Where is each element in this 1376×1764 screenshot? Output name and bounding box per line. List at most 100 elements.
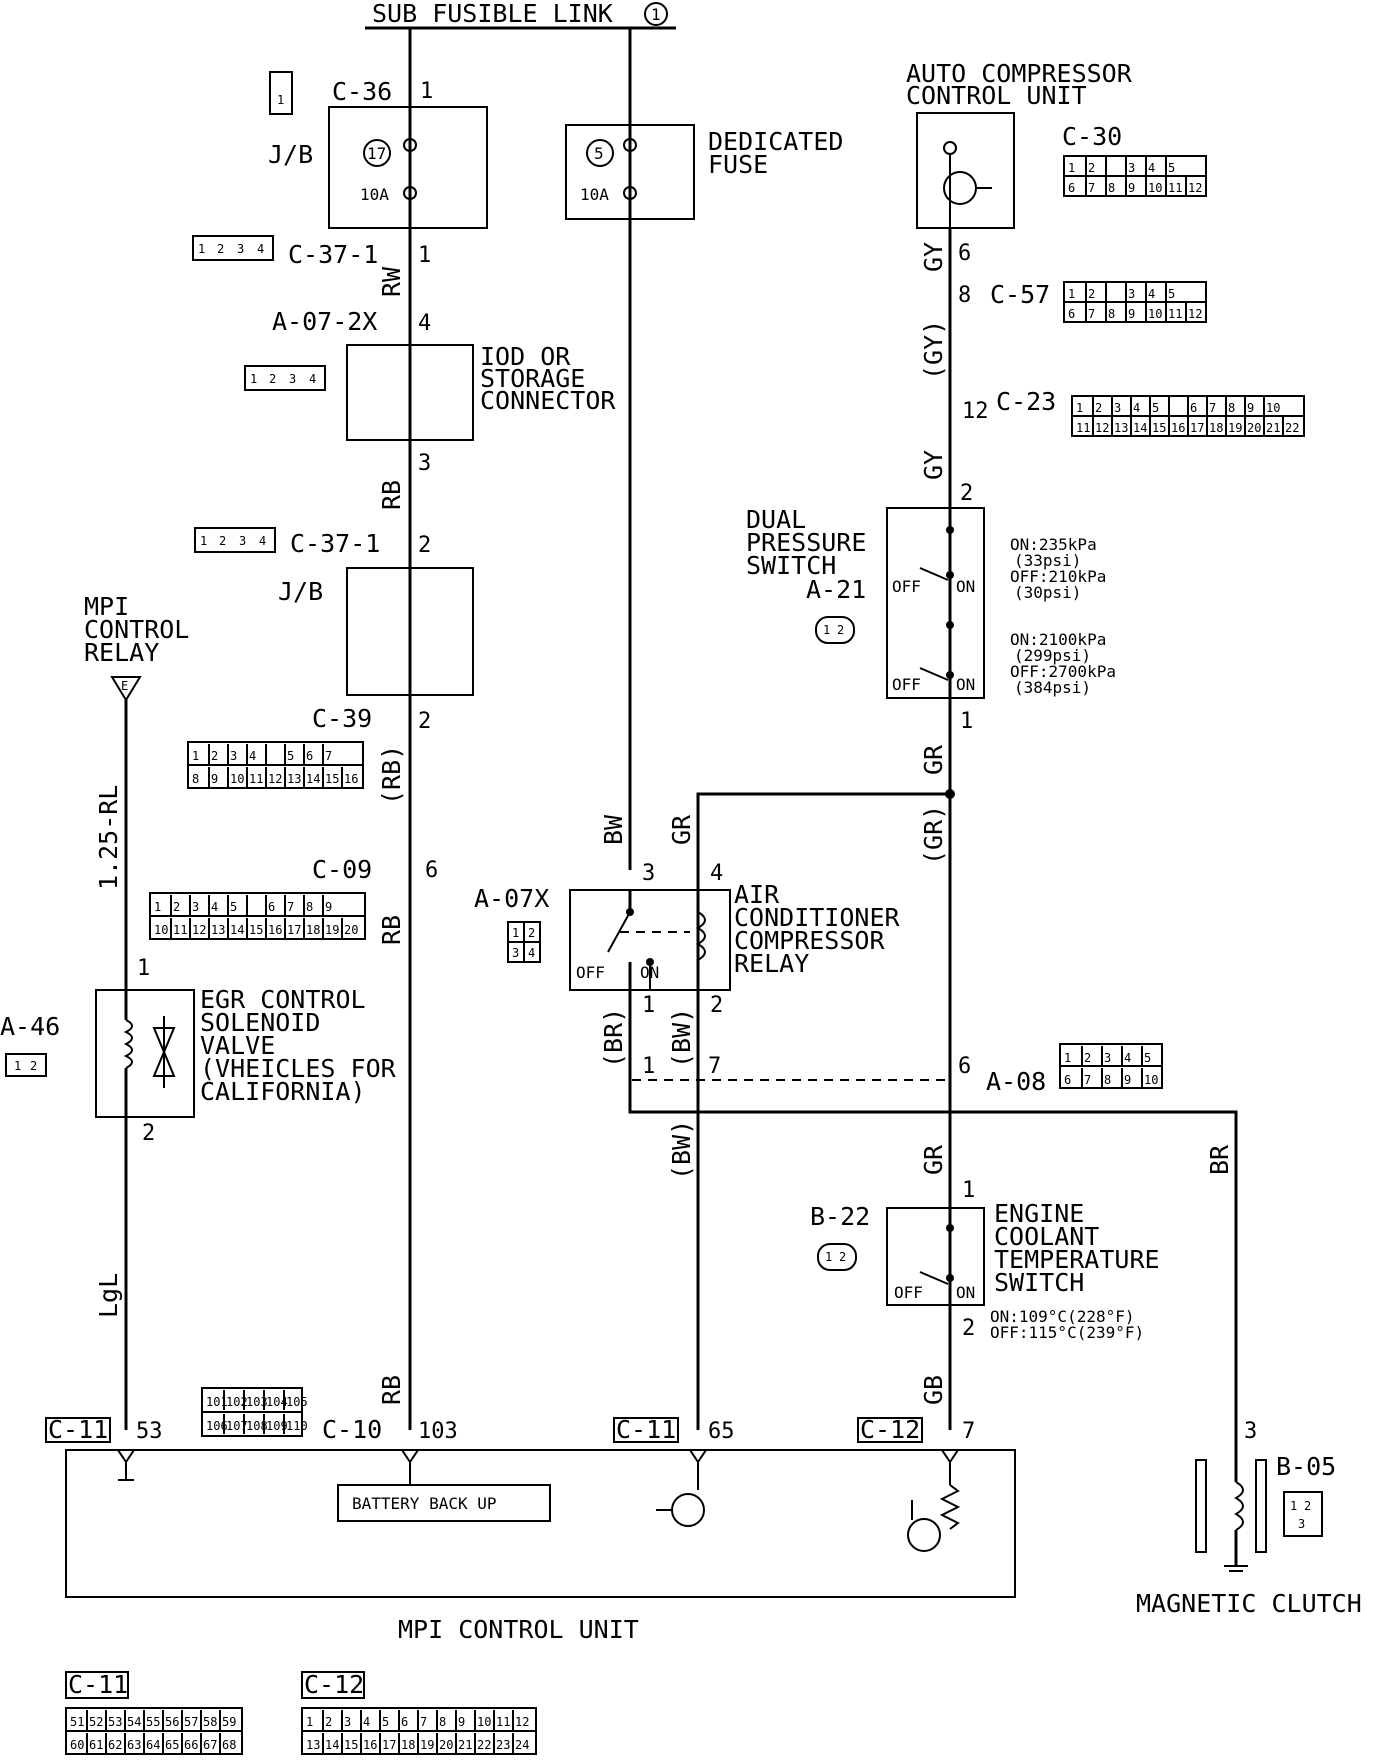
connector-c30-label: C-30 bbox=[1062, 122, 1122, 151]
c09_r2-pin-9: 18 bbox=[306, 923, 320, 937]
dps-spec1-line3: OFF:210kPa bbox=[1010, 567, 1106, 586]
mpi-relay-terminal-icon bbox=[110, 676, 142, 702]
dps-switch-arm-1 bbox=[919, 567, 949, 581]
c23_r2-pin-11: 21 bbox=[1266, 421, 1280, 435]
wire-gr2-label: GR bbox=[919, 744, 948, 775]
mpi-transistor-icon-b bbox=[907, 1518, 941, 1552]
c39_r1-pin-4: 4 bbox=[249, 749, 256, 763]
mpi-relay-terminal-tag: E bbox=[121, 679, 128, 693]
c37b-pin-3: 3 bbox=[239, 534, 246, 548]
c30_r1-pin-2: 2 bbox=[1088, 287, 1095, 301]
c09_r1-pin-2: 2 bbox=[173, 900, 180, 914]
c11-tag-b-label: C-11 bbox=[616, 1415, 676, 1444]
c39_r2-pin-2: 9 bbox=[211, 772, 218, 786]
c12_r2-pin-11: 23 bbox=[496, 1738, 510, 1752]
c12_r2-pin-1: 13 bbox=[306, 1738, 320, 1752]
c10_r2-pin-2: 107 bbox=[226, 1419, 248, 1433]
c30_r2-pin-2: 7 bbox=[1088, 307, 1095, 321]
c39_r1-pin-1: 1 bbox=[192, 749, 199, 763]
c23_r1-pin-11: 10 bbox=[1266, 401, 1280, 415]
c30_r2-pin-2: 7 bbox=[1088, 181, 1095, 195]
a08_r2-pin-1: 6 bbox=[1064, 1073, 1071, 1087]
ac-relay-label-4: RELAY bbox=[734, 949, 809, 978]
c39_r1-pin-8: 7 bbox=[325, 749, 332, 763]
connector-c37-1-label-b: C-37-1 bbox=[290, 529, 380, 558]
wire-gr-label: GR bbox=[667, 814, 696, 845]
c10_r1-pin-1: 101 bbox=[206, 1395, 228, 1409]
c39_r2-pin-4: 11 bbox=[249, 772, 263, 786]
c23_r2-pin-10: 20 bbox=[1247, 421, 1261, 435]
pin-relay-3: 3 bbox=[642, 861, 655, 886]
c10_r2-pin-5: 110 bbox=[286, 1419, 308, 1433]
pin-c30-6: 6 bbox=[958, 241, 971, 266]
connector-c36-icon bbox=[269, 71, 293, 115]
wire-lgl-label: LgL bbox=[94, 1273, 123, 1318]
c23_r1-pin-2: 2 bbox=[1095, 401, 1102, 415]
a21-pin-2: 2 bbox=[837, 623, 844, 637]
c11_r2-pin-1: 60 bbox=[70, 1738, 84, 1752]
c39_r2-pin-3: 10 bbox=[230, 772, 244, 786]
wire-rb2-label: RB bbox=[377, 915, 406, 945]
iod-label-3: CONNECTOR bbox=[480, 386, 616, 415]
c11_r1-pin-9: 59 bbox=[222, 1715, 236, 1729]
c23_r1-pin-9: 8 bbox=[1228, 401, 1235, 415]
c37b-pin-2: 2 bbox=[219, 534, 226, 548]
wire-bw-paren2-label: (BW) bbox=[667, 1120, 696, 1180]
ded-fuse-rating: 10A bbox=[580, 185, 609, 204]
connector-c37-1-icon-a: 1 2 3 4 bbox=[192, 235, 274, 261]
egr-label-3: VALVE bbox=[200, 1031, 275, 1060]
connector-b22-icon: 1 2 bbox=[817, 1243, 857, 1271]
dps-spec-2: ON:2100kPa (299psi) OFF:2700kPa (384psi) bbox=[1010, 630, 1116, 697]
c12_r2-pin-12: 24 bbox=[515, 1738, 529, 1752]
c30_r2-pin-3: 8 bbox=[1108, 307, 1115, 321]
c23_r2-pin-7: 17 bbox=[1190, 421, 1204, 435]
mpi-relay-label-3: RELAY bbox=[84, 638, 159, 667]
jb-label: J/B bbox=[268, 140, 313, 169]
c09_r2-pin-8: 17 bbox=[287, 923, 301, 937]
b22-pin-1: 1 bbox=[825, 1250, 832, 1264]
magnetic-clutch-label: MAGNETIC CLUTCH bbox=[1136, 1589, 1362, 1618]
connector-a21-label: A-21 bbox=[806, 575, 866, 604]
c23_r1-pin-5: 5 bbox=[1152, 401, 1159, 415]
ac-relay-label-1: AIR bbox=[734, 880, 780, 909]
c12_r1-pin-11: 11 bbox=[496, 1715, 510, 1729]
wire-1-25-rl-label: 1.25-RL bbox=[94, 785, 123, 890]
c11_r1-pin-2: 52 bbox=[89, 1715, 103, 1729]
ect-label-2: COOLANT bbox=[994, 1222, 1099, 1251]
c30_r1-pin-5: 4 bbox=[1148, 161, 1155, 175]
c23_r1-pin-10: 9 bbox=[1247, 401, 1254, 415]
b05-pin-2: 2 bbox=[1304, 1499, 1311, 1513]
ect-label-1: ENGINE bbox=[994, 1199, 1084, 1228]
iod-label-2: STORAGE bbox=[480, 364, 585, 393]
mpi-control-unit-box bbox=[65, 1449, 1016, 1598]
pin-relay-4: 4 bbox=[710, 861, 723, 886]
egr-coil-icon bbox=[123, 1019, 133, 1069]
connector-c11-tag-b: C-11 bbox=[613, 1415, 679, 1444]
connector-c23-label: C-23 bbox=[996, 387, 1056, 416]
relay-on-label: ON bbox=[640, 963, 659, 982]
egr-label-1: EGR CONTROL bbox=[200, 985, 366, 1014]
wire-gr-branch bbox=[696, 792, 950, 890]
sub-fusible-link-number: 1 bbox=[651, 5, 661, 24]
c11-tag-a-label: C-11 bbox=[48, 1415, 108, 1444]
c23_r1-pin-4: 4 bbox=[1133, 401, 1140, 415]
ect-switch-arm bbox=[919, 1271, 949, 1285]
c23_r2-pin-12: 22 bbox=[1285, 421, 1299, 435]
c09_r2-pin-10: 19 bbox=[325, 923, 339, 937]
c39_r2-pin-7: 14 bbox=[306, 772, 320, 786]
c11_r1-pin-8: 58 bbox=[203, 1715, 217, 1729]
c10_r2-pin-1: 106 bbox=[206, 1419, 228, 1433]
clutch-plate-left bbox=[1195, 1459, 1207, 1553]
a08_r1-pin-1: 1 bbox=[1064, 1051, 1071, 1065]
mpi-control-unit-label: MPI CONTROL UNIT bbox=[398, 1615, 639, 1644]
c37a-pin-4: 4 bbox=[257, 242, 264, 256]
pin-dps-2: 2 bbox=[960, 481, 973, 506]
c09_r1-pin-4: 4 bbox=[211, 900, 218, 914]
connector-c11-tag-a: C-11 bbox=[45, 1415, 111, 1444]
c12_r1-pin-9: 9 bbox=[458, 1715, 465, 1729]
pin-ect-2: 2 bbox=[962, 1316, 975, 1341]
